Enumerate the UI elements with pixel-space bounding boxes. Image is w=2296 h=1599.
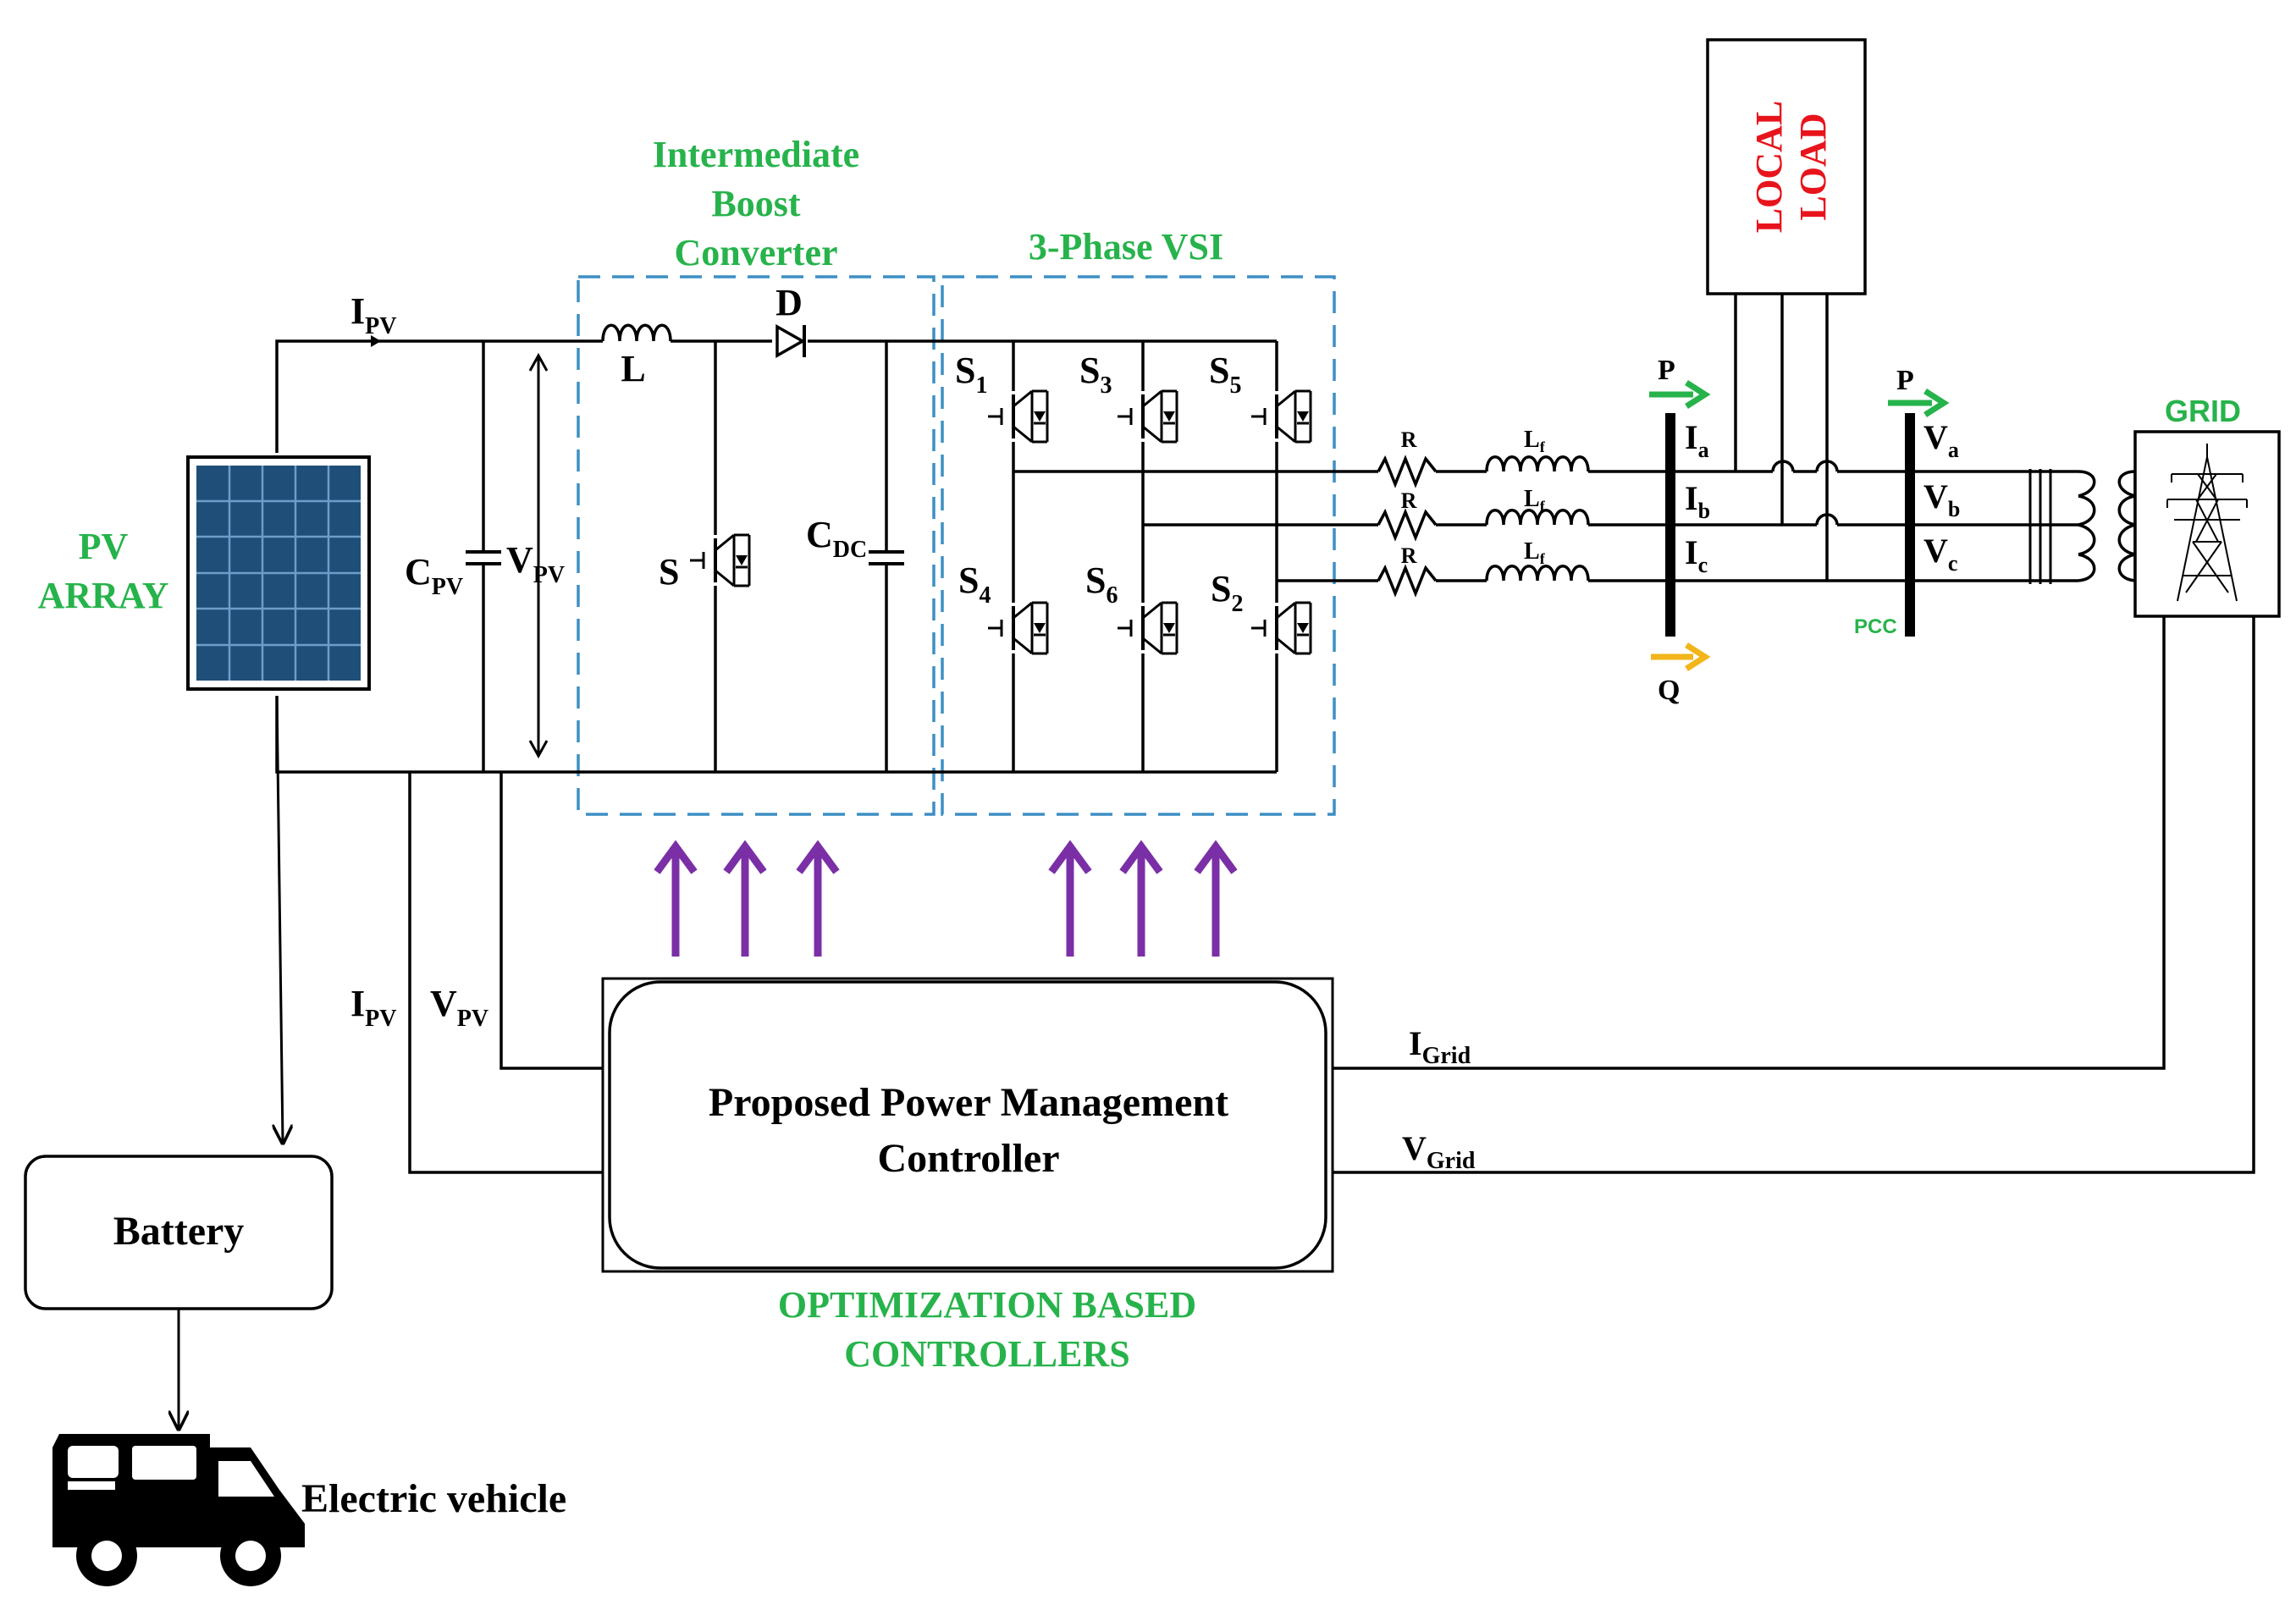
filter-inductor-c-label: Lf <box>1524 538 1546 567</box>
boost-converter-box <box>577 275 936 816</box>
cpv-label: CPV <box>405 551 463 600</box>
local-load-label-line1: LOCAL <box>1748 101 1790 233</box>
ipv-sense-label: IPV <box>350 983 396 1032</box>
transformer-primary <box>2078 470 2096 498</box>
igrid-sense-line <box>1333 616 2166 1070</box>
switch-label-s2: S2 <box>1211 568 1243 617</box>
resistor-a <box>1377 455 1438 488</box>
switch-label-s6: S6 <box>1085 560 1118 609</box>
grid-label: GRID <box>2165 394 2241 428</box>
diode-label: D <box>775 282 803 323</box>
controller-label-line2: Controller <box>877 1136 1059 1181</box>
vpv-label: VPV <box>506 539 565 588</box>
local-load-box <box>1706 38 1867 295</box>
filter-inductor-a-label: Lf <box>1524 427 1546 455</box>
ia-label: Ia <box>1685 418 1709 462</box>
ic-label: Ic <box>1685 533 1708 577</box>
transmission-tower-icon <box>2166 444 2248 602</box>
resistor-a-label: R <box>1401 427 1417 452</box>
switch-s4 <box>986 601 1049 655</box>
pv-to-battery-arrow <box>277 695 283 1143</box>
electric-vehicle-icon <box>52 1434 305 1586</box>
pv-array-label-line2: ARRAY <box>38 575 169 616</box>
ipv-sense-line <box>408 772 603 1174</box>
switch-label-s1: S1 <box>955 350 987 399</box>
optimization-label-line1: OPTIMIZATION BASED <box>778 1284 1196 1326</box>
switch-s5 <box>1250 389 1312 444</box>
transformer-secondary <box>2117 470 2136 498</box>
gate-signal-arrows <box>654 840 1238 957</box>
filter-inductor-b-label: Lf <box>1524 486 1546 515</box>
power-p-label-1: P <box>1658 355 1675 386</box>
boost-diode <box>775 323 806 359</box>
ev-label: Electric vehicle <box>301 1476 566 1521</box>
igrid-label: IGrid <box>1409 1024 1471 1069</box>
power-q-label: Q <box>1658 675 1680 706</box>
vc-label: Vc <box>1923 532 1957 576</box>
filter-inductor-b <box>1485 509 1590 526</box>
switch-label-s3: S3 <box>1079 350 1112 399</box>
ipv-top-label: IPV <box>350 290 396 339</box>
dc-bus-bottom-wire <box>275 696 1277 774</box>
ib-label: Ib <box>1685 479 1710 523</box>
vgrid-sense-line <box>1333 616 2255 1174</box>
solar-panel-icon <box>186 455 371 691</box>
boost-switch-label: S <box>659 551 679 593</box>
vpv-sense-label: VPV <box>430 983 488 1032</box>
grid-box <box>2133 430 2281 618</box>
pcc-label: PCC <box>1854 615 1897 638</box>
inductor-label: L <box>621 348 645 389</box>
boost-switch <box>688 533 751 587</box>
pv-array-label-line1: PV <box>79 526 129 567</box>
resistor-c <box>1377 564 1438 598</box>
va-label: Va <box>1923 418 1959 462</box>
resistor-c-label: R <box>1401 543 1417 568</box>
vgrid-label: VGrid <box>1402 1129 1476 1174</box>
cdc-label: CDC <box>806 514 867 563</box>
resistor-b <box>1377 508 1438 542</box>
boost-title-line3: Converter <box>674 232 837 273</box>
vb-label: Vb <box>1923 477 1960 521</box>
vsi-title: 3-Phase VSI <box>1029 226 1223 267</box>
controller-box <box>608 980 1327 1270</box>
switch-s3 <box>1116 389 1178 444</box>
ipv-current-arrow <box>371 335 381 347</box>
switch-s1 <box>986 389 1049 444</box>
boost-title-line1: Intermediate <box>653 134 859 175</box>
switch-s2 <box>1250 601 1312 655</box>
resistor-b-label: R <box>1401 488 1417 513</box>
switch-label-s4: S4 <box>958 560 991 609</box>
boost-inductor <box>601 323 672 342</box>
pv-top-wire <box>275 339 603 453</box>
vsi-box <box>941 275 1336 816</box>
optimization-label-line2: CONTROLLERS <box>844 1333 1129 1375</box>
filter-inductor-a <box>1485 455 1590 472</box>
controller-label-line1: Proposed Power Management <box>709 1080 1228 1125</box>
filter-inductor-c <box>1485 565 1590 582</box>
local-load-label-line2: LOAD <box>1792 113 1834 220</box>
switch-label-s5: S5 <box>1209 350 1241 399</box>
boost-title-line2: Boost <box>711 183 800 224</box>
switch-s6 <box>1116 601 1178 655</box>
vpv-sense-line <box>499 772 603 1070</box>
power-p-label-2: P <box>1896 365 1914 396</box>
battery-label: Battery <box>113 1209 245 1254</box>
